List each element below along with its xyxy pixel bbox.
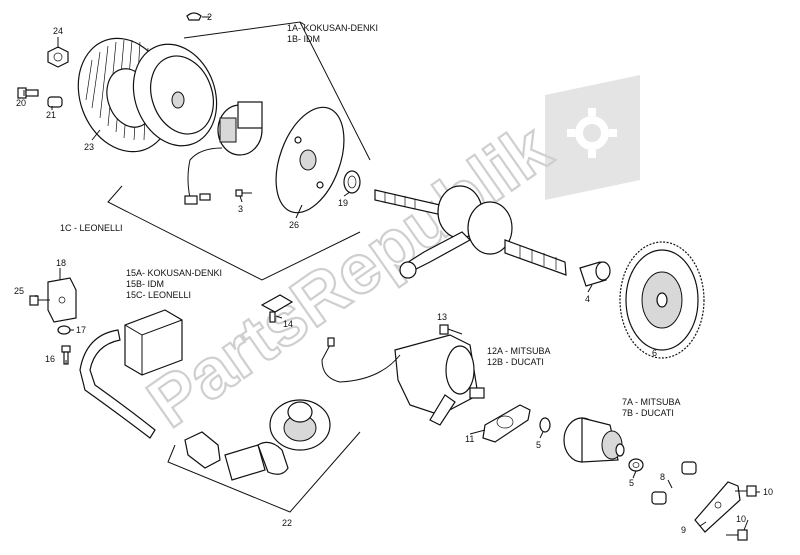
gasket-11: [482, 404, 531, 443]
part-label-10a: 10: [763, 487, 773, 497]
bushing-8: [651, 461, 697, 505]
starter-drive: [563, 417, 625, 463]
spacer-21: [47, 96, 63, 108]
part-label-6: 6: [652, 348, 657, 358]
clip-14: [260, 294, 294, 323]
spark-plug-parts: [184, 399, 331, 481]
group-label-15c: 15C- LEONELLI: [126, 290, 191, 300]
washer-5b: [628, 458, 644, 472]
part-label-3: 3: [238, 204, 243, 214]
crankshaft: [374, 185, 567, 279]
part-label-16: 16: [45, 354, 55, 364]
flywheel-rotor: [132, 43, 218, 147]
part-label-23: 23: [84, 142, 94, 152]
screw-20: [17, 87, 39, 99]
group-bracket-1: [107, 21, 371, 281]
part-label-17: 17: [76, 325, 86, 335]
part-label-5b: 5: [629, 478, 634, 488]
nut-24: [47, 46, 69, 68]
group-label-12a: 12A - MITSUBA: [487, 346, 551, 356]
coil-bracket-18: [47, 277, 77, 323]
group-label-15a: 15A- KOKUSAN-DENKI: [126, 268, 222, 278]
part-label-25: 25: [14, 286, 24, 296]
part-label-22: 22: [282, 518, 292, 528]
oil-seal-19: [343, 170, 361, 194]
part-label-11: 11: [465, 434, 474, 444]
group-bracket-22: [167, 431, 361, 513]
group-label-7a: 7A - MITSUBA: [622, 397, 681, 407]
part-label-8: 8: [660, 472, 665, 482]
stator-base-plate: [275, 106, 345, 214]
group-label-7b: 7B - DUCATI: [622, 408, 674, 418]
woodruff-key: [186, 12, 202, 21]
part-label-4: 4: [585, 294, 590, 304]
part-label-19: 19: [338, 198, 348, 208]
ignition-coil: [79, 309, 183, 439]
bolt-10a: [735, 485, 757, 497]
part-labels: 24 2 20 21 23 3 26 19 4 6 18 25 17 16 14…: [14, 12, 773, 535]
part-label-14: 14: [283, 319, 293, 329]
washer-17: [57, 325, 71, 335]
part-label-26: 26: [289, 220, 299, 230]
screw-3: [235, 189, 252, 197]
group-labels: 1A- KOKUSAN-DENKI 1B- IDM 1C - LEONELLI …: [60, 23, 681, 418]
group-label-1a: 1A- KOKUSAN-DENKI: [287, 23, 378, 33]
part-label-18: 18: [56, 258, 66, 268]
bracket-9: [694, 481, 741, 533]
part-label-20: 20: [16, 98, 26, 108]
part-label-24: 24: [53, 26, 63, 36]
group-label-1c: 1C - LEONELLI: [60, 223, 123, 233]
leader-lines: [23, 16, 760, 531]
screw-13: [439, 324, 463, 335]
group-label-15b: 15B- IDM: [126, 279, 164, 289]
screw-25: [29, 295, 50, 306]
part-label-10b: 10: [736, 514, 746, 524]
part-label-9: 9: [681, 525, 686, 535]
group-label-1b: 1B- IDM: [287, 34, 320, 44]
group-label-12b: 12B - DUCATI: [487, 357, 544, 367]
bushing-4: [579, 261, 611, 287]
washer-5a: [539, 417, 551, 433]
gear-flag-logo-icon: [545, 75, 640, 200]
bolt-10b: [726, 529, 748, 541]
part-label-5a: 5: [536, 440, 541, 450]
starter-motor: [321, 334, 485, 426]
part-label-13: 13: [437, 312, 447, 322]
stator-assembly: [184, 101, 263, 205]
sprocket-gear-6: [619, 241, 705, 359]
part-label-2: 2: [207, 12, 212, 22]
part-label-21: 21: [46, 110, 56, 120]
